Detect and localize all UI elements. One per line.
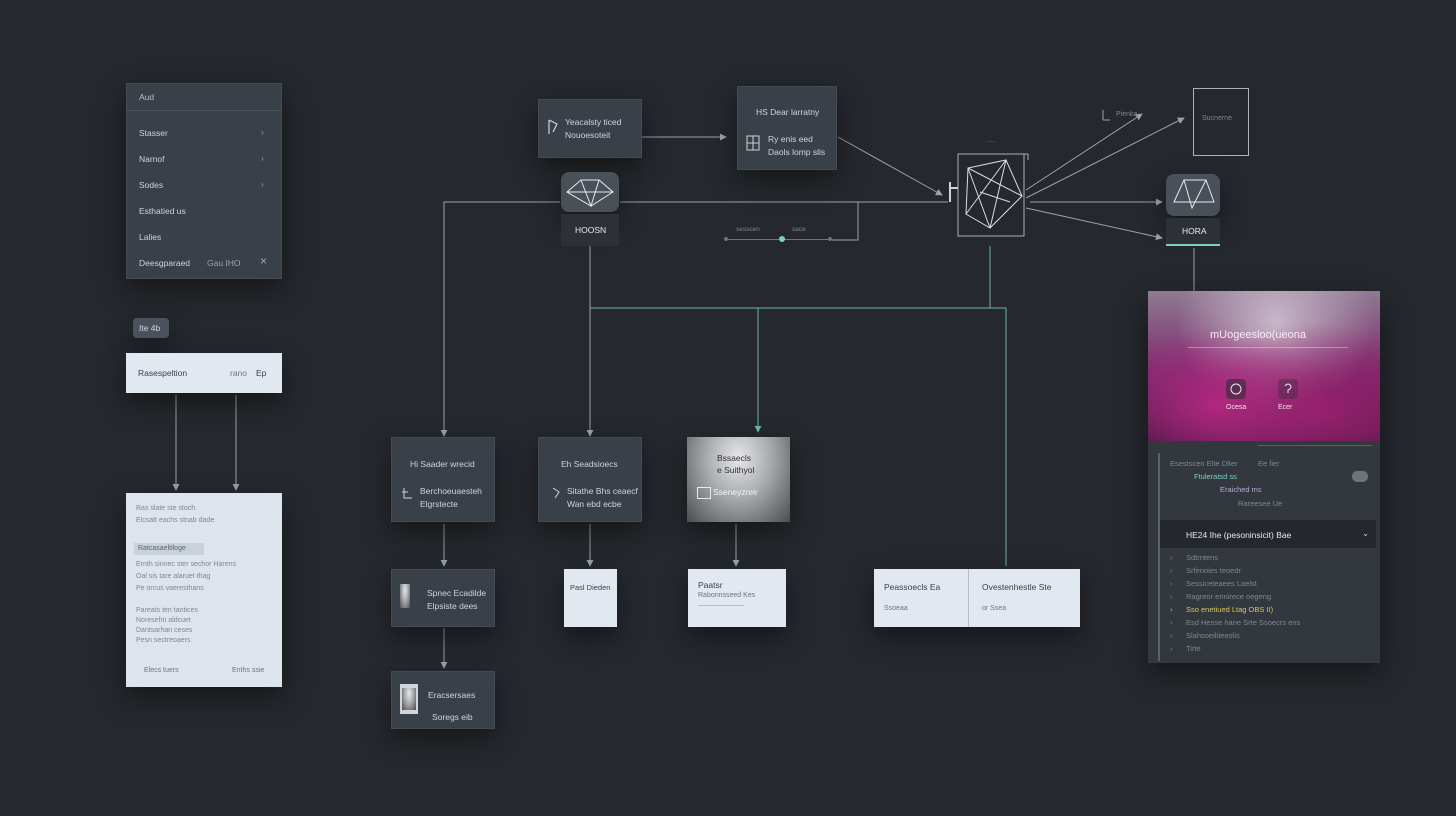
menu-item-stasser[interactable]: Stasser ›	[139, 127, 264, 138]
far-node-box[interactable]: Sucnerne	[1193, 88, 1249, 156]
document-card: Ras slate ste stoch Elcsatt eachs stnab …	[126, 493, 282, 687]
menu-item-narnof[interactable]: Narnof ›	[139, 153, 264, 164]
hero-image: mUogeesloo(ueona Ocesa Ecer	[1148, 291, 1380, 441]
code-line: Ftuleratsd ss	[1194, 472, 1237, 481]
tree-row[interactable]: › Srfenoies teoedr	[1170, 566, 1242, 575]
photo-icon	[697, 487, 711, 499]
third-card[interactable]: Eracsersaes Soregs eib	[391, 671, 495, 729]
right-hub-icon[interactable]	[1166, 174, 1220, 216]
tree-row[interactable]: › Slahsoeiltieeolis	[1170, 631, 1240, 640]
code-line: Ee fier	[1258, 459, 1280, 468]
tree-row[interactable]: › Ragreor ennirece oegeng	[1170, 592, 1272, 601]
thumbnail	[400, 684, 418, 714]
second-card-3[interactable]: Paatsr Rabonnsseed Kes	[688, 569, 786, 627]
right-hub-label-box: HORA	[1166, 218, 1220, 246]
tree-row[interactable]: › Sdtrntens	[1170, 553, 1219, 562]
code-line: Rareesee Ue	[1238, 499, 1283, 508]
doc-highlight: Ratcasaeltiloge	[134, 543, 204, 555]
far-node-label: Pienka	[1116, 111, 1138, 118]
right-hub-label: HORA	[1182, 226, 1207, 236]
slider[interactable]: sesscen sace	[724, 226, 834, 248]
dropdown-menu: Aud Stasser › Narnof › Sodes › Esthatied…	[126, 83, 282, 279]
tag-pill[interactable]: Ite 4b	[133, 318, 169, 338]
input-value: rano	[230, 368, 248, 378]
tree-row[interactable]: › Sessiceteaees Laelst	[1170, 579, 1257, 588]
code-line: Eraiched ms	[1220, 485, 1262, 494]
menu-header: Aud	[139, 92, 155, 102]
menu-item-esthatied[interactable]: Esthatied us	[139, 206, 186, 216]
input-unit: Ep	[256, 368, 267, 378]
row-card-2[interactable]: Eh Seadsioecs Sitathe Bhs ceaecf Wan ebd…	[538, 437, 642, 522]
menu-item-value: Gau IHO	[207, 258, 241, 268]
hub-label: HOOSN	[575, 225, 607, 235]
top-node-1[interactable]: Yeacalsty ticed Nouoesoteit	[538, 99, 642, 158]
pen-icon	[548, 119, 558, 134]
tree-row[interactable]: › Tirte	[1170, 644, 1201, 653]
close-icon[interactable]: ×	[260, 254, 268, 268]
top-node-2[interactable]: HS Dear larratny Ry enis eed Daols lomp …	[737, 86, 837, 170]
hero-title: mUogeesloo(ueona	[1210, 329, 1307, 341]
play-icon[interactable]	[1226, 379, 1246, 399]
svg-text:·····: ·····	[986, 139, 996, 145]
doc-footer-right[interactable]: Enths ssie	[232, 667, 265, 674]
slider-thumb[interactable]	[779, 236, 785, 242]
second-card-1[interactable]: Spnec Ecadilde Elpsiste dees	[391, 569, 495, 627]
help-icon[interactable]	[1278, 379, 1298, 399]
row-card-3-image[interactable]: Bssaecls e Suithyol Sseneyzreir	[687, 437, 790, 522]
hook-icon	[552, 487, 560, 499]
tree-header[interactable]: HE24 Ihe (pesoninsicit) Bae ⌄	[1160, 520, 1376, 548]
preview-panel: mUogeesloo(ueona Ocesa Ecer Esestscen El…	[1148, 291, 1380, 663]
doc-footer-left[interactable]: Elecs tuers	[144, 667, 179, 674]
tree-row[interactable]: › Esd Hesse hane Srte Ssoecrs ens	[1170, 618, 1301, 627]
menu-item-deesgparaed[interactable]: Deesgparaed Gau IHO ×	[139, 254, 268, 268]
second-card-2[interactable]: Pasl Dieden	[564, 569, 617, 627]
chevron-right-icon: ›	[261, 153, 264, 163]
chevron-down-icon: ⌄	[1362, 528, 1370, 538]
input-card[interactable]: Rasespeltion rano Ep	[126, 353, 282, 393]
thumbnail	[400, 584, 410, 608]
scroll-track[interactable]	[1158, 453, 1160, 661]
input-label: Rasespeltion	[138, 368, 188, 378]
chevron-right-icon: ›	[261, 179, 264, 189]
toggle-switch[interactable]	[1352, 471, 1368, 482]
hub-label-box: HOOSN	[561, 214, 619, 246]
menu-item-lalies[interactable]: Lalies	[139, 232, 162, 242]
grid-icon	[746, 135, 760, 151]
anchor-icon	[402, 488, 412, 499]
chevron-right-icon: ›	[261, 127, 264, 137]
row-card-1[interactable]: Hi Saader wrecid Berchoeuaesteh Elgrstec…	[391, 437, 495, 522]
second-card-wide[interactable]: Peassoecls Ea Ssoeaa Ovestenhestle Ste o…	[874, 569, 1080, 627]
menu-item-sodes[interactable]: Sodes ›	[139, 179, 264, 190]
hub-node-icon[interactable]	[561, 172, 619, 212]
tree-row[interactable]: › Sso enetiued Ltag OBS II)	[1170, 605, 1274, 614]
code-line: Esestscen Elte Dlter	[1170, 459, 1238, 468]
network-hub-icon[interactable]: ·····	[940, 132, 1036, 250]
